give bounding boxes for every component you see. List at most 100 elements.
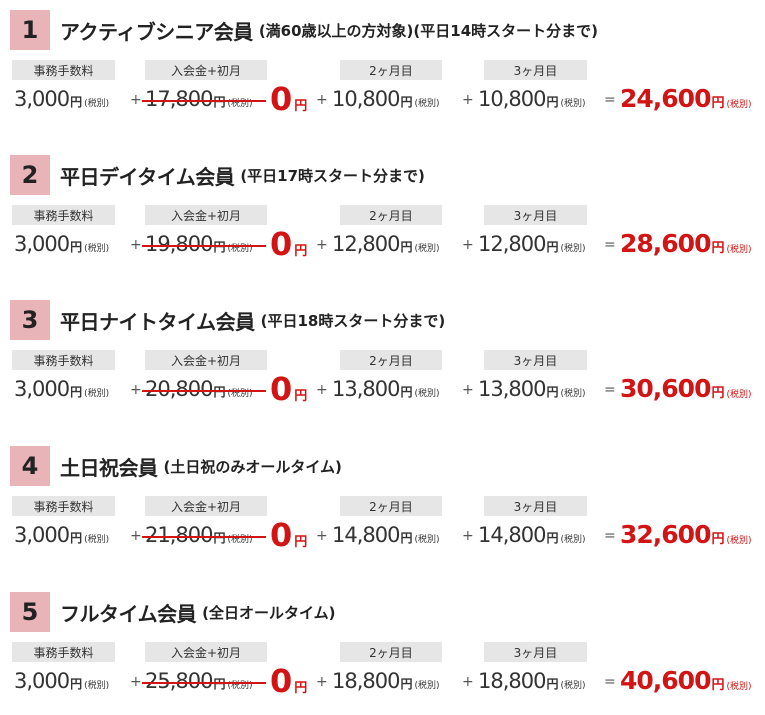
fee-value: 3,000 xyxy=(14,87,70,111)
plan-header: 1 アクティブシニア会員 (満60歳以上の方対象)(平日14時スタート分まで) xyxy=(10,10,598,50)
admission-original-amount: 19,800 円 (税別) xyxy=(145,227,253,261)
yen-unit: 円 xyxy=(70,95,83,109)
tax-note: (税別) xyxy=(227,99,253,109)
plus-operator: + xyxy=(316,674,328,690)
tax-note: (税別) xyxy=(414,244,440,254)
tax-note: (税別) xyxy=(84,99,110,109)
yen-unit: 円 xyxy=(546,95,559,109)
admission-value: 0 xyxy=(270,662,293,700)
admission-label: 入会金+初月 xyxy=(145,205,267,225)
tax-note: (税別) xyxy=(560,535,586,545)
admission-amount: 0 円 xyxy=(270,82,307,116)
month3-amount: 10,800 円 (税別) xyxy=(478,82,586,116)
tax-note: (税別) xyxy=(227,681,253,691)
month2-amount: 18,800 円 (税別) xyxy=(332,664,440,698)
admission-amount: 0 円 xyxy=(270,372,307,406)
yen-unit: 円 xyxy=(400,385,413,399)
admission-original-value: 20,800 xyxy=(145,377,213,401)
yen-unit: 円 xyxy=(711,96,725,111)
total-amount: 28,600 円 (税別) xyxy=(620,227,752,261)
month2-amount: 13,800 円 (税別) xyxy=(332,372,440,406)
fee-label: 事務手数料 xyxy=(12,496,115,516)
total-value: 30,600 xyxy=(620,374,711,403)
yen-unit: 円 xyxy=(213,677,226,691)
plan-number-badge: 3 xyxy=(10,300,50,340)
fee-label: 事務手数料 xyxy=(12,60,115,80)
yen-unit: 円 xyxy=(294,389,308,404)
yen-unit: 円 xyxy=(294,681,308,696)
month3-amount: 14,800 円 (税別) xyxy=(478,518,586,552)
tax-note: (税別) xyxy=(560,389,586,399)
month2-amount: 14,800 円 (税別) xyxy=(332,518,440,552)
total-value: 32,600 xyxy=(620,520,711,549)
admission-original-amount: 25,800 円 (税別) xyxy=(145,664,253,698)
total-amount: 32,600 円 (税別) xyxy=(620,518,752,552)
month3-value: 12,800 xyxy=(478,232,546,256)
tax-note: (税別) xyxy=(726,536,752,546)
plan-header: 3 平日ナイトタイム会員 (平日18時スタート分まで) xyxy=(10,300,445,340)
yen-unit: 円 xyxy=(294,244,308,259)
yen-unit: 円 xyxy=(711,532,725,547)
tax-note: (税別) xyxy=(726,245,752,255)
admission-original-amount: 21,800 円 (税別) xyxy=(145,518,253,552)
admission-value: 0 xyxy=(270,370,293,408)
month2-amount: 10,800 円 (税別) xyxy=(332,82,440,116)
yen-unit: 円 xyxy=(546,240,559,254)
fee-amount: 3,000 円 (税別) xyxy=(14,227,109,261)
month3-label: 3ヶ月目 xyxy=(484,642,587,662)
plus-operator: + xyxy=(316,92,328,108)
plus-operator: + xyxy=(462,382,474,398)
month3-value: 18,800 xyxy=(478,669,546,693)
fee-amount: 3,000 円 (税別) xyxy=(14,664,109,698)
yen-unit: 円 xyxy=(294,535,308,550)
plan-row: 3 平日ナイトタイム会員 (平日18時スタート分まで) 事務手数料 入会金+初月… xyxy=(0,300,765,410)
admission-label: 入会金+初月 xyxy=(145,350,267,370)
tax-note: (税別) xyxy=(84,535,110,545)
plan-note: (平日18時スタート分まで) xyxy=(260,311,446,330)
fee-amount: 3,000 円 (税別) xyxy=(14,82,109,116)
admission-value: 0 xyxy=(270,80,293,118)
yen-unit: 円 xyxy=(400,95,413,109)
tax-note: (税別) xyxy=(414,389,440,399)
plan-row: 4 土日祝会員 (土日祝のみオールタイム) 事務手数料 入会金+初月 2ヶ月目 … xyxy=(0,446,765,556)
fee-value: 3,000 xyxy=(14,232,70,256)
equals-operator: = xyxy=(604,92,616,108)
yen-unit: 円 xyxy=(546,385,559,399)
month2-label: 2ヶ月目 xyxy=(340,205,442,225)
month2-value: 12,800 xyxy=(332,232,400,256)
tax-note: (税別) xyxy=(560,244,586,254)
fee-label: 事務手数料 xyxy=(12,350,115,370)
yen-unit: 円 xyxy=(400,240,413,254)
strikethrough xyxy=(142,664,266,698)
tax-note: (税別) xyxy=(560,681,586,691)
tax-note: (税別) xyxy=(84,681,110,691)
admission-original-amount: 17,800 円 (税別) xyxy=(145,82,253,116)
admission-label: 入会金+初月 xyxy=(145,60,267,80)
plan-name: アクティブシニア会員 xyxy=(60,19,253,44)
month2-label: 2ヶ月目 xyxy=(340,642,442,662)
yen-unit: 円 xyxy=(213,531,226,545)
tax-note: (税別) xyxy=(84,244,110,254)
plan-row: 2 平日デイタイム会員 (平日17時スタート分まで) 事務手数料 入会金+初月 … xyxy=(0,155,765,265)
month3-value: 13,800 xyxy=(478,377,546,401)
yen-unit: 円 xyxy=(70,240,83,254)
yen-unit: 円 xyxy=(70,385,83,399)
plus-operator: + xyxy=(130,92,142,108)
yen-unit: 円 xyxy=(711,241,725,256)
month3-label: 3ヶ月目 xyxy=(484,350,587,370)
plan-note: (満60歳以上の方対象)(平日14時スタート分まで) xyxy=(258,21,598,40)
admission-original-value: 17,800 xyxy=(145,87,213,111)
yen-unit: 円 xyxy=(711,678,725,693)
admission-original-amount: 20,800 円 (税別) xyxy=(145,372,253,406)
month3-label: 3ヶ月目 xyxy=(484,60,587,80)
yen-unit: 円 xyxy=(400,531,413,545)
yen-unit: 円 xyxy=(213,385,226,399)
tax-note: (税別) xyxy=(227,389,253,399)
tax-note: (税別) xyxy=(414,681,440,691)
plan-number-badge: 4 xyxy=(10,446,50,486)
fee-value: 3,000 xyxy=(14,377,70,401)
plan-name: 平日ナイトタイム会員 xyxy=(60,309,255,334)
admission-value: 0 xyxy=(270,516,293,554)
plus-operator: + xyxy=(462,528,474,544)
plan-name: 土日祝会員 xyxy=(60,455,158,480)
